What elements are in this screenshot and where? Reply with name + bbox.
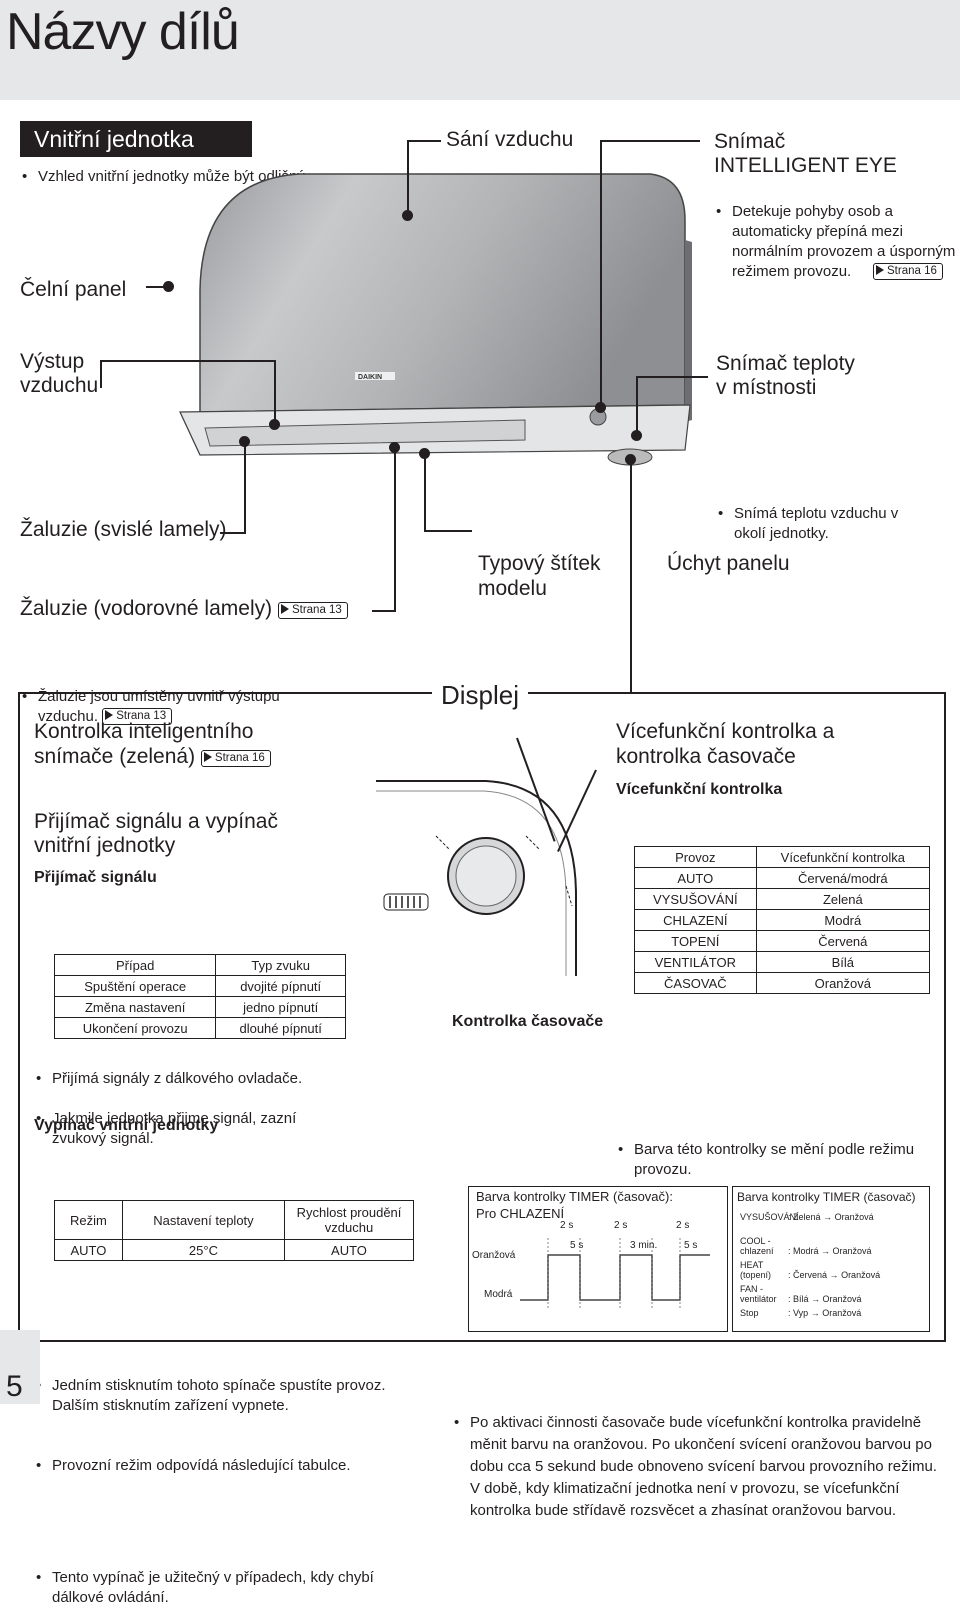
multi-lamp-title-2: kontrolka časovače [616,745,796,768]
louvers-horizontal-label: Žaluzie (vodorovné lamely) Strana 13 [20,597,348,621]
switch-bullet-3: Tento vypínač je užitečný v případech, k… [36,1568,422,1608]
chart1-interval-2s-b: 2 s [614,1220,628,1231]
chart1-interval-2s-c: 2 s [676,1220,690,1231]
appearance-note: Vzhled vnitřní jednotky může být odlišný… [22,167,368,187]
page-title: Názvy dílů [6,3,240,61]
chart1-waveform [520,1238,710,1310]
chart2-row: VYSUŠOVÁNÍ: Zelená → Oranžová [740,1212,874,1222]
indoor-unit-illustration: DAIKIN [179,173,692,466]
chart2-row: COOL - chlazení: Modrá → Oranžová [740,1236,872,1256]
front-panel-label: Čelní panel [20,278,127,301]
chart1-interval-5s-a: 5 s [570,1240,584,1251]
room-temp-title-1: Snímač teploty [716,352,855,375]
sensor-lamp-title-2: snímače (zelená) Strana 16 [34,745,271,769]
model-plate-label-2: modelu [478,577,547,600]
switch-bullet-1: Jedním stisknutím tohoto spínače spustít… [36,1376,432,1416]
timer-lamp-bullet: Po aktivaci činnosti časovače bude vícef… [454,1412,940,1522]
chart1-interval-5s-b: 5 s [684,1240,698,1251]
chart2-rows: VYSUŠOVÁNÍ: Zelená → Oranžová COOL - chl… [740,1212,930,1332]
louvers-vertical-ref: Strana 13 [102,708,173,725]
timer-chart-cool [468,1186,728,1332]
chart1-title-2: Pro CHLAZENÍ [476,1206,565,1221]
arrow-right-icon [203,752,212,762]
display-illustration [376,780,577,976]
arrow-right-icon [105,710,114,720]
header-band [0,0,960,100]
multi-lamp-title-1: Vícefunkční kontrolka a [616,720,835,743]
multi-lamp-subtitle: Vícefunkční kontrolka [616,781,783,798]
air-outlet-label-2: vzduchu [20,374,99,397]
page-number: 5 [6,1370,23,1403]
chart2-row: FAN - ventilátor: Bílá → Oranžová [740,1284,862,1304]
receiver-title-1: Přijímač signálu a vypínač [34,810,278,833]
chart2-title: Barva kontrolky TIMER (časovač) [737,1190,916,1204]
arrow-right-icon [280,604,289,614]
brand-logo [355,372,395,380]
timer-lamp-title: Kontrolka časovače [452,1013,604,1030]
chart1-orange-label: Oranžová [472,1250,516,1261]
louvers-vertical-label: Žaluzie (svislé lamely) [20,518,227,541]
louvers-horizontal-ref: Strana 13 [277,602,348,619]
receiver-bullet-2: Jakmile jednotka přijme signál, zazní zv… [36,1109,352,1149]
room-temp-title-2: v místnosti [716,376,817,399]
display-title: Displej [432,680,528,711]
receiver-subtitle: Přijímač signálu [34,869,157,886]
model-plate-label-1: Typový štítek [478,552,601,575]
eye-sensor-title-2: INTELLIGENT EYE [714,154,897,177]
switch-title: Vypínač vnitřní jednotky [34,1117,219,1134]
eye-sensor-desc: Detekuje pohyby osob a automaticky přepí… [716,202,960,282]
receiver-bullet-1: Přijímá signály z dálkového ovladače. [36,1069,382,1089]
receiver-title-2: vnitřní jednotky [34,834,176,857]
page-number-band [0,1330,40,1404]
eye-sensor-title-1: Snímač [714,130,786,153]
section-tag: Vnitřní jednotka [20,121,252,157]
air-outlet-label-1: Výstup [20,350,85,373]
chart2-row: Stop: Vyp → Oranžová [740,1308,862,1318]
sensor-lamp-title-1: Kontrolka inteligentního [34,720,254,743]
multi-lamp-bullet: Barva této kontrolky se mění podle režim… [618,1140,924,1180]
chart1-interval-2s-a: 2 s [560,1220,574,1231]
brand-text: DAIKIN [358,374,382,381]
panel-strap-label: Úchyt panelu [667,552,790,575]
chart2-row: HEAT (topení): Červená → Oranžová [740,1260,881,1280]
room-temp-desc: Snímá teplotu vzduchu v okolí jednotky. [718,504,924,544]
chart1-title-1: Barva kontrolky TIMER (časovač): [476,1189,673,1204]
timer-chart-modes [732,1186,930,1332]
chart1-interval-3min: 3 min. [630,1240,658,1251]
air-intake-label: Sání vzduchu [446,128,574,151]
chart1-blue-label: Modrá [484,1289,513,1300]
eye-sensor-ref: Strana 16 [873,263,943,281]
arrow-right-icon [876,265,884,275]
switch-bullet-2: Provozní režim odpovídá následující tabu… [36,1456,432,1476]
